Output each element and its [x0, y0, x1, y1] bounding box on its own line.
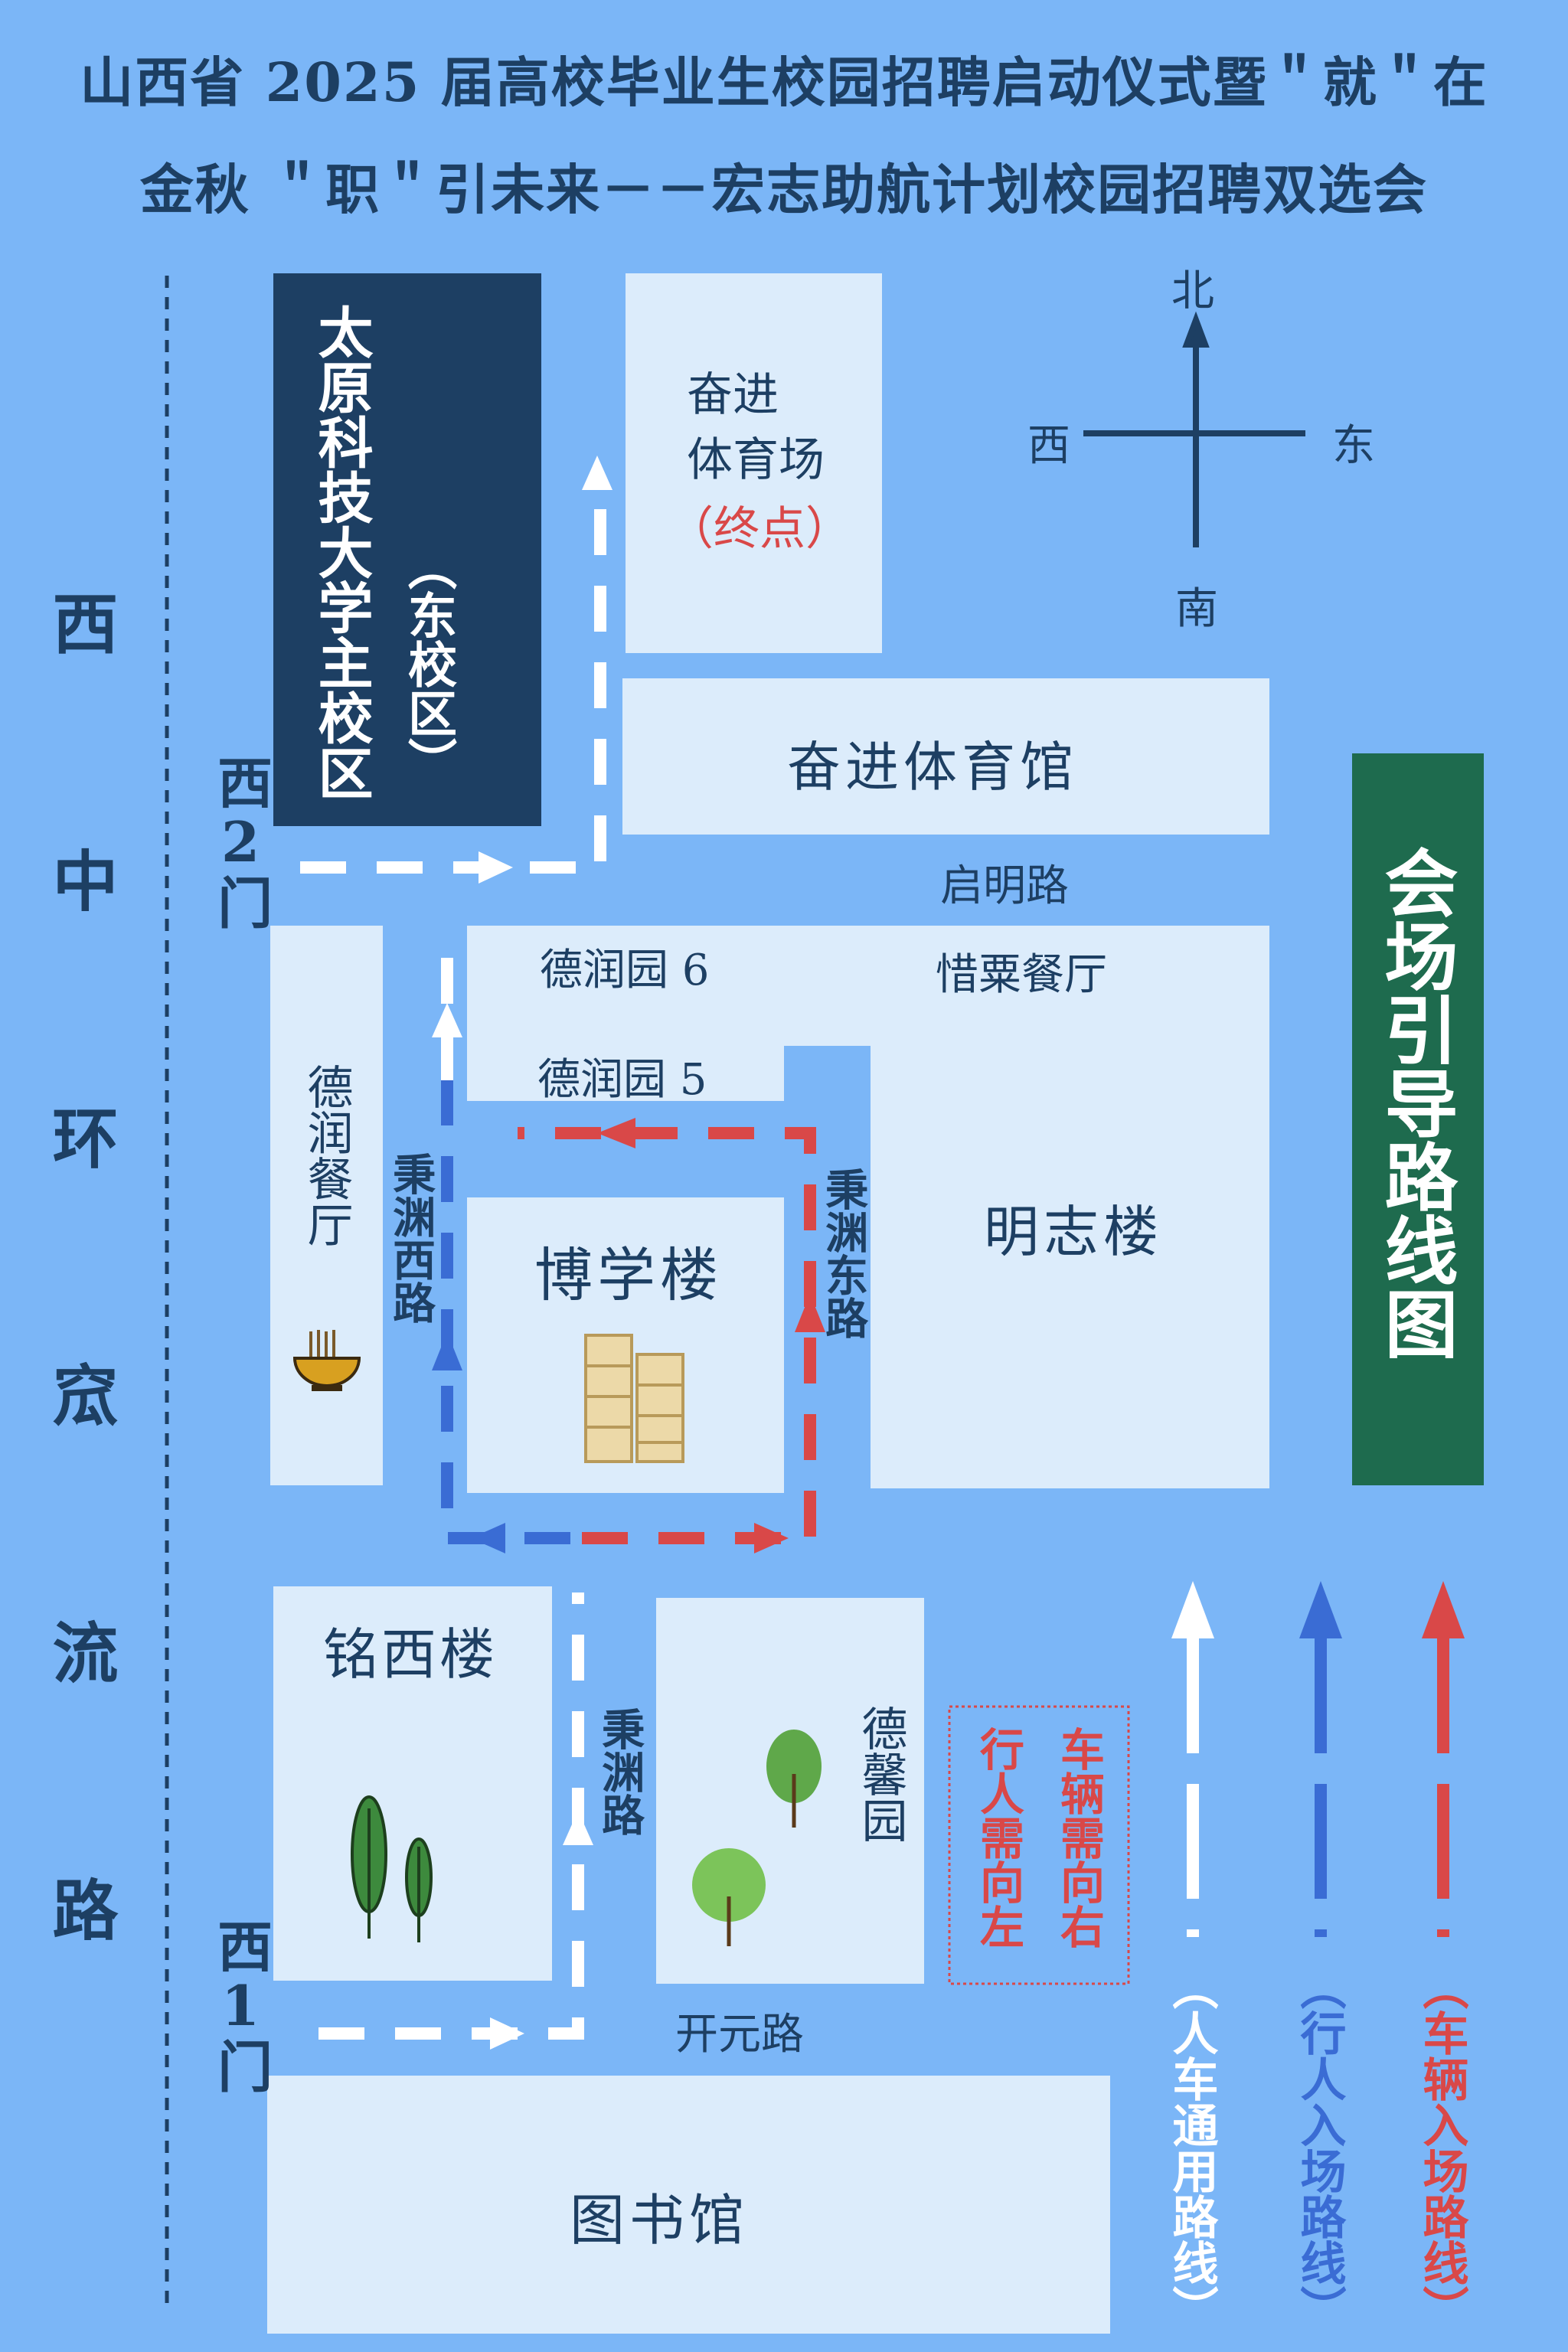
- legend-label-vehicle: （车辆入场路线）: [1415, 1964, 1468, 2331]
- main-campus-sublabel: （东校区）: [400, 541, 457, 786]
- mingzhi-building: 明志楼: [871, 1041, 1269, 1488]
- red-route-arrows: [597, 1118, 825, 1553]
- main-campus-block: 太原科技大学主校区 （东校区）: [273, 273, 541, 826]
- fenjin-gym: 奋进体育馆: [622, 678, 1269, 835]
- library-label: 图书馆: [570, 2188, 750, 2252]
- derun-canteen: 德润餐厅: [270, 926, 383, 1485]
- stadium-label-1: 奋进: [687, 368, 779, 422]
- compass-west: 西: [1027, 421, 1070, 471]
- building-icon: [584, 1334, 684, 1463]
- red-route: [518, 1127, 816, 1544]
- legend-arrow-white: [1171, 1581, 1214, 1638]
- mingxi-building: 铭西楼: [273, 1586, 552, 1981]
- dexin-label: 德馨园: [854, 1705, 907, 1843]
- notice-pedestrian: 行人需向左: [972, 1726, 1024, 1949]
- mingzhi-label: 明志楼: [984, 1200, 1164, 1264]
- derun5-label: 德润园 5: [537, 1055, 707, 1105]
- boxue-label: 博学楼: [534, 1241, 723, 1309]
- west-gate-1-label: 西1门: [207, 1918, 273, 2093]
- xisu-canteen-label: 惜粟餐厅: [936, 950, 1107, 1000]
- boxue-building: 博学楼: [467, 1197, 784, 1493]
- compass-north: 北: [1171, 266, 1214, 316]
- gym-label: 奋进体育馆: [787, 736, 1078, 799]
- dexin-garden: 德馨园: [656, 1598, 924, 1984]
- title-line-2: 金秋 ＂职＂引未来－－宏志助航计划校园招聘双选会: [139, 158, 1429, 221]
- bingyuan-road-label: 秉渊路: [594, 1707, 645, 1836]
- trees-icon: [351, 1795, 433, 1942]
- title-line-1: 山西省 2025 届高校毕业生校园招聘启动仪式暨＂就＂在: [80, 51, 1488, 114]
- qiming-road-label: 启明路: [940, 861, 1069, 911]
- stadium-label-2: 体育场: [687, 433, 825, 487]
- legend-lines: [1187, 1638, 1449, 1937]
- compass-icon: [1083, 311, 1305, 547]
- noodle-bowl-icon: [292, 1330, 361, 1391]
- main-campus-label: 太原科技大学主校区: [309, 304, 374, 800]
- library: 图书馆: [267, 2076, 1110, 2334]
- white-route-arrows: [432, 456, 612, 2050]
- blue-route: [441, 1080, 570, 1544]
- west-gate-2-label: 西2门: [207, 754, 273, 929]
- mingxi-label: 铭西楼: [323, 1622, 498, 1687]
- fenjin-stadium: 奋进 体育场 （终点）: [626, 273, 882, 653]
- notice-vehicle: 车辆需向右: [1053, 1726, 1105, 1949]
- compass-east: 东: [1332, 421, 1375, 471]
- white-route: [300, 490, 606, 2040]
- derun6-label: 德润园 6: [540, 946, 710, 995]
- legend-arrow-red: [1422, 1581, 1465, 1638]
- notice-border: [948, 1705, 1130, 1985]
- round-trees-icon: [692, 1730, 822, 1946]
- derun-canteen-label: 德润餐厅: [299, 1063, 353, 1247]
- guide-title-panel: 会场引导路线图: [1352, 753, 1484, 1485]
- derun5-block: [467, 1041, 784, 1101]
- legend-label-shared: （人车通用路线）: [1165, 1964, 1218, 2331]
- kaiyuan-road-label: 开元路: [675, 2010, 804, 2060]
- legend-arrow-blue: [1299, 1581, 1342, 1638]
- compass-south: 南: [1175, 584, 1218, 634]
- guide-title: 会场引导路线图: [1372, 845, 1459, 1360]
- blue-route-arrows: [432, 1332, 505, 1553]
- derun6-block: [467, 926, 1269, 1046]
- legend-label-pedestrian: （行人入场路线）: [1292, 1964, 1346, 2331]
- stadium-endpoint-note: （终点）: [668, 502, 851, 556]
- bingyuan-east-road-label: 秉渊东路: [818, 1168, 869, 1339]
- bingyuan-west-road-label: 秉渊西路: [385, 1152, 436, 1324]
- west-ring-road-label: 西中环窊流路: [41, 590, 118, 2133]
